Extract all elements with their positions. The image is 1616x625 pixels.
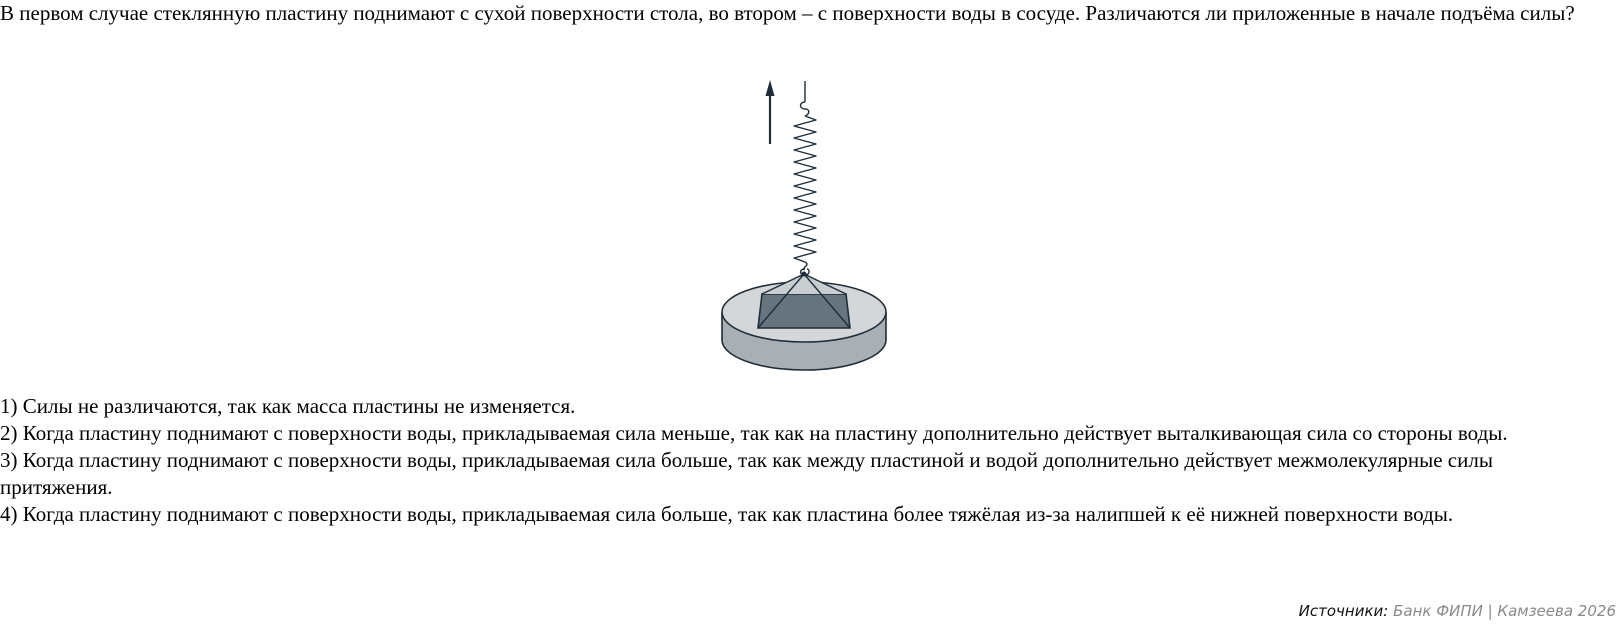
glass-plate-icon xyxy=(757,271,851,329)
answer-option-3: 3) Когда пластину поднимают с поверхност… xyxy=(0,448,1493,499)
sources-text: Банк ФИПИ | Камзеева 2026 xyxy=(1388,602,1616,620)
arrow-up-icon xyxy=(765,80,775,144)
spring-icon xyxy=(793,115,817,276)
sources-line: Источники: Банк ФИПИ | Камзеева 2026 xyxy=(1299,601,1616,621)
physics-figure xyxy=(715,76,905,386)
answer-option-4: 4) Когда пластину поднимают с поверхност… xyxy=(0,502,1454,526)
answer-option-1: 1) Силы не различаются, так как масса пл… xyxy=(0,394,576,418)
sources-label: Источники: xyxy=(1298,602,1389,620)
question-text: В первом случае стеклянную пластину подн… xyxy=(0,1,1575,25)
hook-icon xyxy=(799,81,810,117)
answer-options: 1) Силы не различаются, так как масса пл… xyxy=(0,393,1610,528)
answer-option-2: 2) Когда пластину поднимают с поверхност… xyxy=(0,421,1508,445)
